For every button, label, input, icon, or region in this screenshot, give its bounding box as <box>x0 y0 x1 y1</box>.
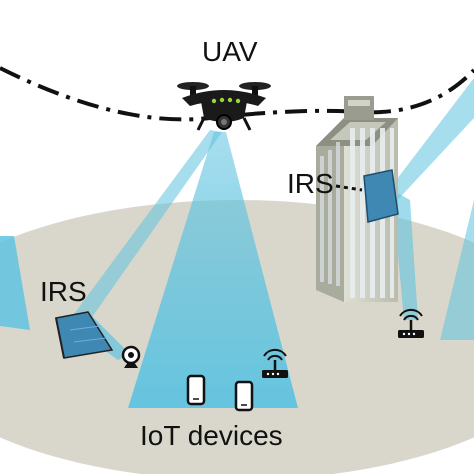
smartphone-icon <box>186 374 206 406</box>
beam-main <box>128 132 298 408</box>
beam-irs-right-down <box>392 190 418 320</box>
uav-trajectory <box>0 66 474 122</box>
beam-left-to-irs <box>74 130 222 320</box>
uav-drone-icon <box>177 82 271 131</box>
beam-left-edge <box>0 236 30 330</box>
camera-icon <box>121 345 141 368</box>
irs-label-right: IRS <box>287 168 334 199</box>
router-icon <box>398 309 424 338</box>
irs-panel-right <box>363 169 399 223</box>
smartphone-icon <box>234 380 254 412</box>
irs-panel-left <box>55 311 114 359</box>
uav-label: UAV <box>202 36 258 67</box>
beam-right-top <box>384 78 474 206</box>
irs-label-left: IRS <box>40 276 87 307</box>
iot-devices-label: IoT devices <box>140 420 283 451</box>
beam-right-edge <box>440 60 474 340</box>
router-icon <box>262 349 288 378</box>
